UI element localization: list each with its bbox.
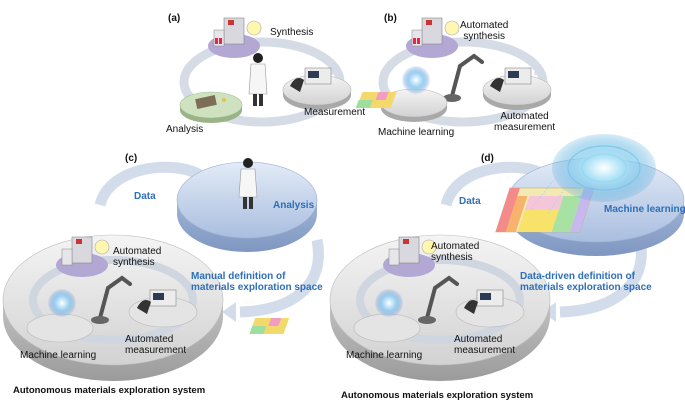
synthesis-label: Synthesis [270, 27, 314, 38]
reactor-icon [406, 17, 460, 58]
machine-learning-label: Machine learning [20, 350, 97, 361]
analysis-label: Analysis [166, 124, 204, 135]
panel-b [355, 17, 552, 127]
spectrometer-icon [482, 67, 552, 110]
panel-a [179, 17, 352, 127]
definition-flow-arrow [239, 238, 324, 318]
panel-c-label: (c) [125, 153, 138, 164]
brain-network-icon [529, 134, 656, 217]
reactor-icon [383, 236, 437, 277]
spectrometer-icon [282, 67, 352, 110]
brain-network-icon [375, 289, 403, 317]
machine-learning-small-label: Machine learning [346, 350, 423, 361]
brain-network-icon [402, 66, 430, 94]
brain-network-icon [48, 289, 76, 317]
definition-label: Manual definition of materials explorati… [191, 271, 323, 293]
periodic-table-icon [355, 88, 448, 122]
automated-synthesis-label: Automated synthesis [460, 20, 509, 42]
spectrometer-icon [128, 289, 198, 328]
reactor-icon [56, 236, 110, 277]
panel-c [2, 158, 324, 381]
automated-synthesis-label: Automated synthesis [431, 241, 480, 263]
definition-flow-arrow [559, 238, 647, 318]
arrow-head [222, 302, 236, 322]
analysis-label: Analysis [273, 200, 315, 211]
reactor-icon [208, 17, 262, 58]
panel-b-label: (b) [384, 13, 397, 24]
cycle-arrow-head [331, 66, 343, 75]
scientist-icon [238, 158, 258, 209]
machine-learning-label: Machine learning [378, 127, 455, 138]
robot-arm-icon [443, 53, 484, 102]
sample-tray-icon [179, 91, 243, 123]
robot-arm-icon [91, 275, 132, 324]
cycle-arrow-ring [29, 256, 197, 344]
panel-a-label: (a) [168, 13, 181, 24]
automated-measurement-label: Automated measurement [454, 334, 516, 356]
cycle-arrow-head [534, 66, 546, 75]
data-label: Data [459, 196, 481, 207]
scientist-icon [248, 53, 268, 106]
system-title: Autonomous materials exploration system [341, 390, 534, 401]
data-flow-arrow [94, 161, 203, 207]
definition-label: Data-driven definition of materials expl… [520, 271, 652, 293]
automated-synthesis-label: Automated synthesis [113, 246, 162, 268]
panel-d-label: (d) [481, 153, 494, 164]
spectrometer-icon [455, 289, 525, 328]
data-label: Data [134, 191, 156, 202]
robot-arm-icon [418, 275, 459, 324]
machine-learning-label: Machine learning [604, 204, 685, 215]
automated-measurement-label: Automated measurement [125, 334, 187, 356]
cycle-arrow-ring [356, 256, 524, 344]
measurement-label: Measurement [304, 107, 366, 118]
periodic-table-icon [249, 313, 421, 343]
automated-measurement-label: Automated measurement [494, 111, 556, 133]
panel-d [249, 134, 685, 381]
system-title: Autonomous materials exploration system [13, 385, 206, 396]
